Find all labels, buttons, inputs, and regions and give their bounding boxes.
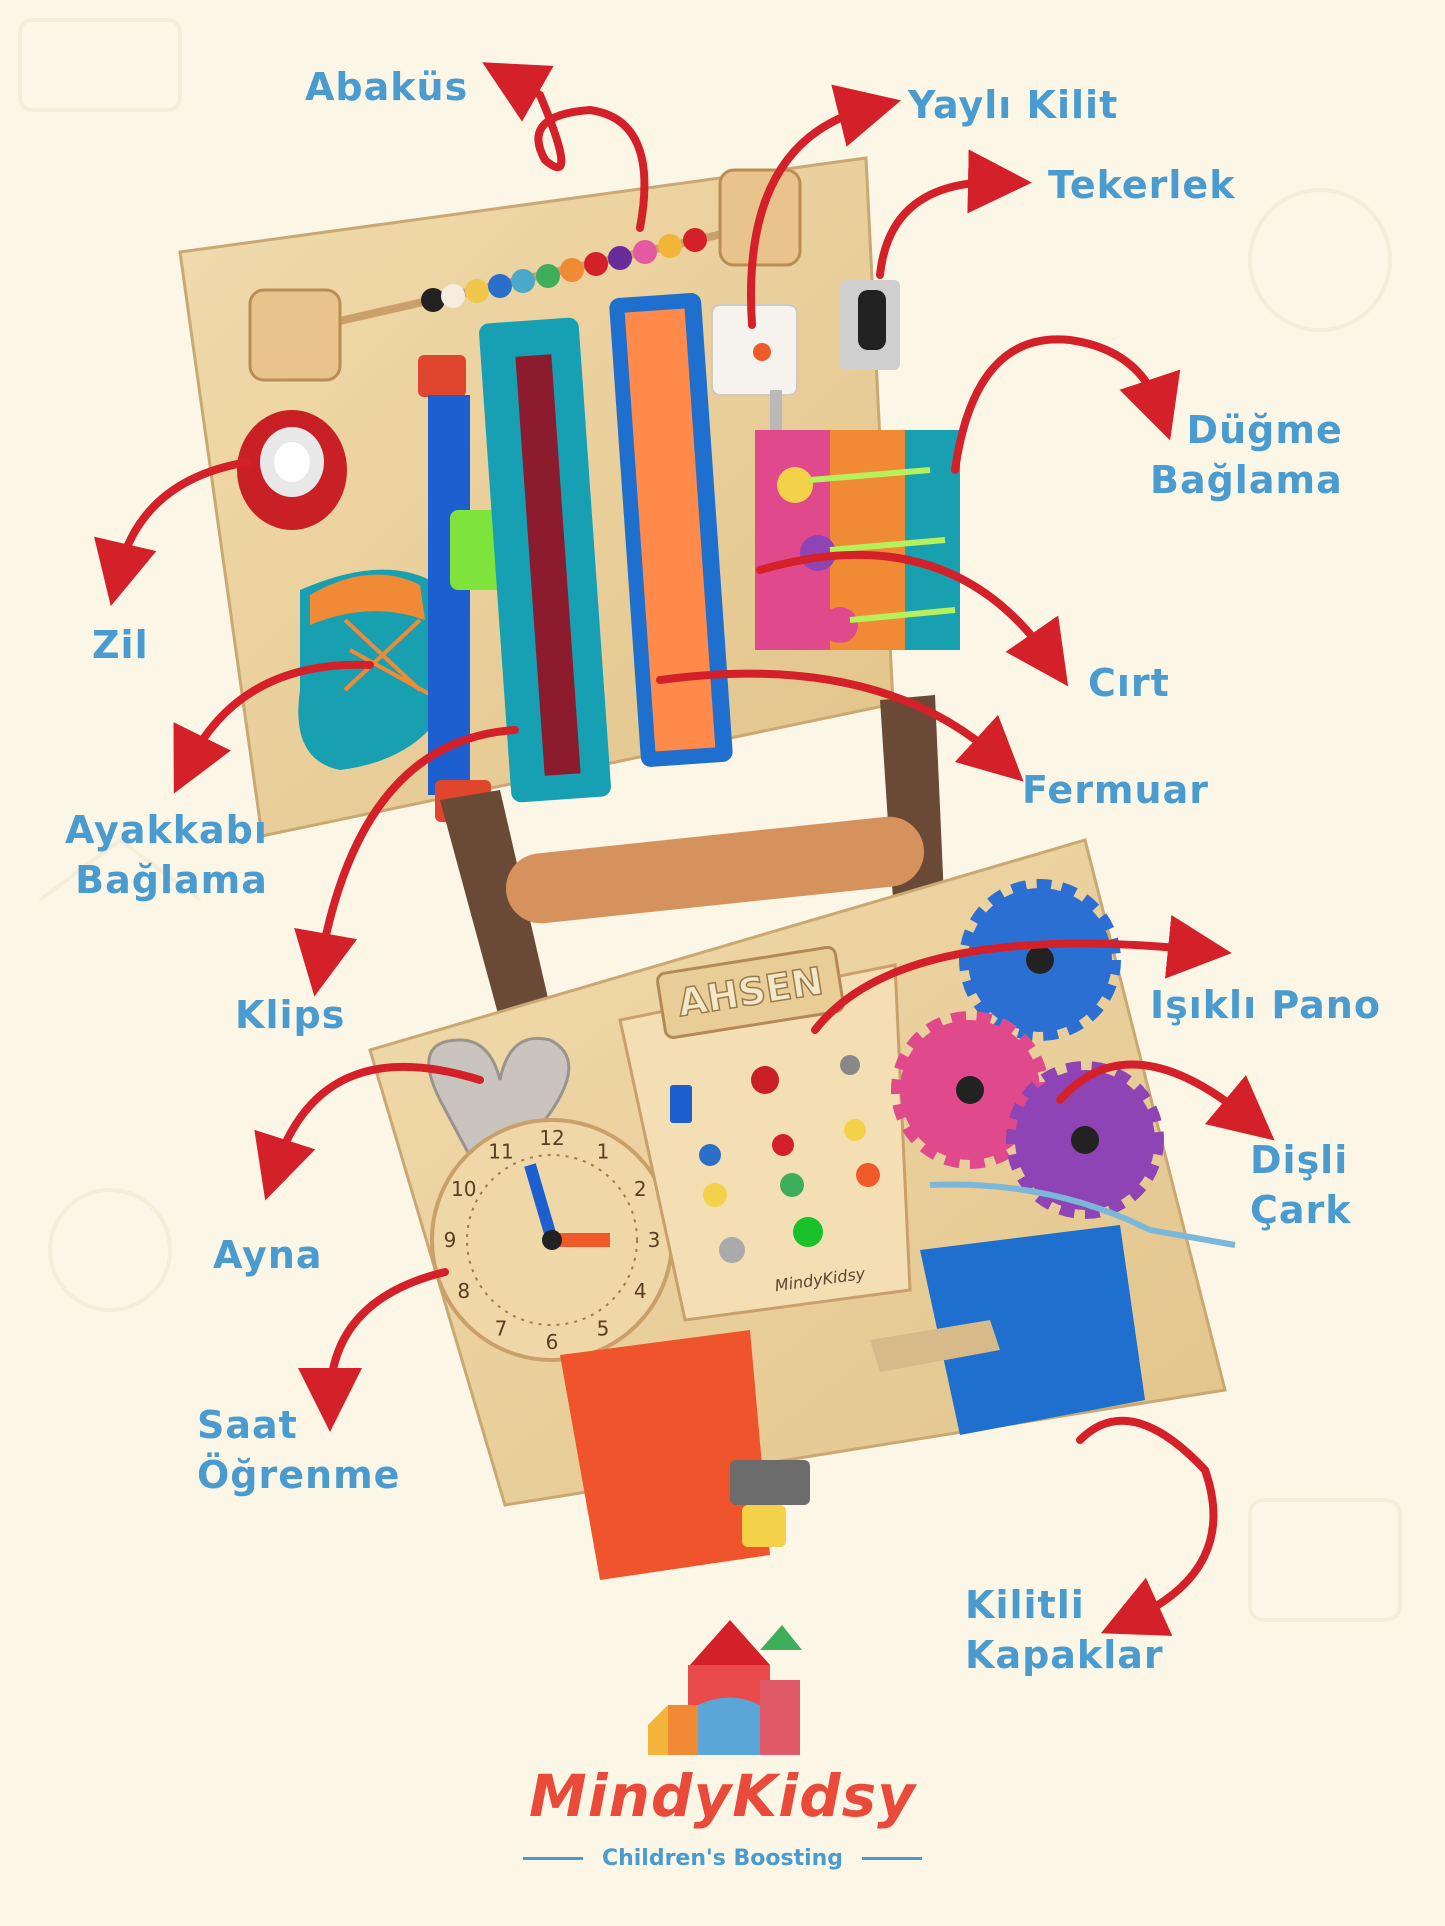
clock-face: [430, 1118, 674, 1362]
button-lacing-panel: [755, 430, 960, 650]
label-yayli-kilit: Yaylı Kilit: [908, 83, 1119, 127]
arrow-tekerlek: [876, 149, 1032, 279]
clock-number: 8: [457, 1279, 470, 1303]
abacus: [248, 168, 802, 382]
bottom-board: AHSEN MindyKidsy: [368, 838, 1236, 1580]
annotation-arrows: [94, 62, 1275, 1636]
arrow-ayakkabi: [173, 660, 374, 794]
shoe-lacing: [298, 569, 450, 770]
logo-brand-text: MindyKidsy: [529, 1762, 916, 1830]
arrow-kilitli: [1076, 1416, 1218, 1636]
light-panel: AHSEN MindyKidsy: [618, 945, 912, 1322]
label-fermuar: Fermuar: [1022, 768, 1209, 812]
hinge-handle: [440, 695, 945, 1058]
bell: [237, 410, 347, 530]
clock-number: 1: [597, 1140, 610, 1164]
blue-door: [870, 1225, 1145, 1435]
arrow-abakus: [482, 62, 649, 232]
spring-latch: [711, 304, 798, 430]
clock-number: 4: [634, 1279, 647, 1303]
clock-number: 12: [539, 1126, 564, 1150]
gears: [891, 879, 1164, 1219]
clock-number: 2: [634, 1177, 647, 1201]
label-isikli-pano: Işıklı Pano: [1150, 983, 1381, 1027]
brand-logo-mark: [648, 1620, 802, 1755]
arrow-ayna: [254, 1062, 484, 1201]
arrow-disli: [1056, 1060, 1275, 1141]
clock-number: 9: [444, 1228, 457, 1252]
label-ayna: Ayna: [213, 1233, 323, 1277]
arrow-klips: [294, 726, 519, 997]
arrow-dugme: [951, 335, 1181, 474]
arrow-yayli-kilit: [747, 84, 902, 329]
arrow-fermuar: [656, 669, 1024, 782]
label-abakus: Abaküs: [305, 65, 469, 109]
velcro-strip: [609, 292, 733, 767]
pen-cord: [929, 1181, 1236, 1248]
logo-tagline-row: Children's Boosting: [0, 1846, 1445, 1871]
logo-tagline: Children's Boosting: [601, 1846, 844, 1871]
arrow-zil: [94, 458, 252, 607]
label-tekerlek: Tekerlek: [1048, 163, 1236, 207]
label-zil: Zil: [92, 623, 149, 667]
clock-number: 6: [546, 1330, 559, 1354]
label-cirt: Cırt: [1088, 661, 1170, 705]
clock-number: 3: [648, 1228, 661, 1252]
wheel-caster: [840, 280, 900, 370]
clock-number: 10: [451, 1177, 476, 1201]
clock-number: 5: [597, 1316, 610, 1340]
arrow-cirt: [756, 550, 1069, 687]
arrow-isikli-pano: [811, 914, 1232, 1034]
zipper: [479, 317, 611, 803]
top-board: [178, 156, 960, 838]
orange-door: [560, 1330, 810, 1580]
clock-number: 7: [495, 1316, 508, 1340]
clock-number: 11: [488, 1140, 513, 1164]
label-klips: Klips: [235, 993, 346, 1037]
arrow-saat: [298, 1268, 449, 1432]
